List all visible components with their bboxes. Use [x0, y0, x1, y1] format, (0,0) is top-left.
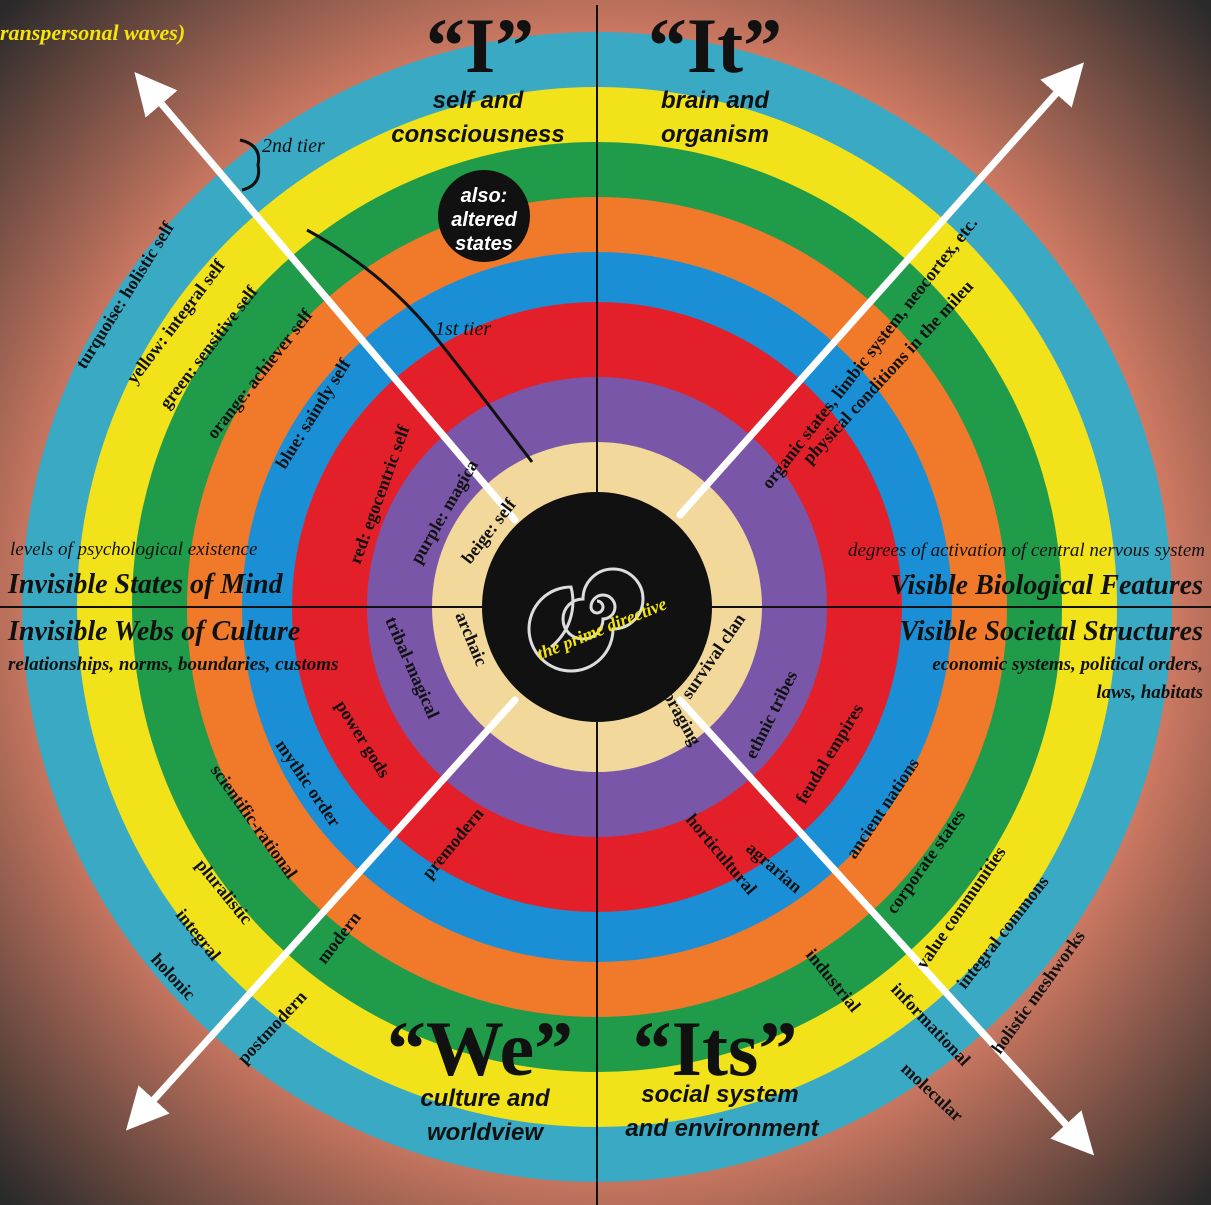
upper-right-heading: Visible Biological Features: [890, 570, 1203, 601]
lower-right-heading: Visible Societal Structures: [900, 616, 1203, 647]
pronoun-its: “Its”: [633, 1005, 798, 1092]
first-tier-label: 1st tier: [435, 318, 491, 340]
badge-line-1: also:: [461, 185, 508, 207]
upper-right-subtitle-2: organism: [661, 121, 769, 148]
lower-left-caption: relationships, norms, boundaries, custom…: [8, 654, 338, 675]
upper-right-subtitle-1: brain and: [661, 87, 770, 114]
badge-line-3: states: [455, 233, 513, 255]
lower-right-subtitle-2: and environment: [625, 1115, 819, 1142]
diagonal-arrows: [125, 62, 1095, 1156]
pronoun-it: “It”: [648, 2, 782, 89]
upper-left-subtitle-2: consciousness: [391, 121, 564, 148]
lower-right-caption-2: laws, habitats: [1096, 682, 1203, 703]
upper-left-subtitle-1: self and: [433, 87, 525, 114]
second-tier-label: 2nd tier: [262, 135, 325, 157]
upper-left-heading: Invisible States of Mind: [7, 569, 284, 600]
arrow-lower-right: [676, 696, 1095, 1156]
transpersonal-caption: ranspersonal waves): [0, 20, 185, 45]
arrow-upper-left: [134, 71, 519, 524]
first-tier-bracket: [306, 228, 534, 463]
lower-right-subtitle-1: social system: [641, 1081, 798, 1108]
altered-states-badge: also: altered states: [438, 170, 530, 262]
pronoun-we: “We”: [387, 1005, 573, 1092]
pronoun-i: “I”: [426, 2, 534, 89]
upper-right-caption: degrees of activation of central nervous…: [848, 540, 1205, 561]
center-spiral-icon: [527, 567, 645, 673]
lower-left-heading: Invisible Webs of Culture: [7, 616, 300, 647]
second-tier-bracket: [239, 138, 261, 192]
lower-left-subtitle-2: worldview: [427, 1119, 544, 1146]
lower-right-caption-1: economic systems, political orders,: [932, 654, 1203, 675]
badge-line-2: altered: [451, 209, 517, 231]
upper-left-caption: levels of psychological existence: [10, 539, 257, 560]
arrow-upper-right: [676, 62, 1084, 519]
arrow-lower-left: [125, 696, 519, 1131]
lower-left-subtitle-1: culture and: [420, 1085, 551, 1112]
